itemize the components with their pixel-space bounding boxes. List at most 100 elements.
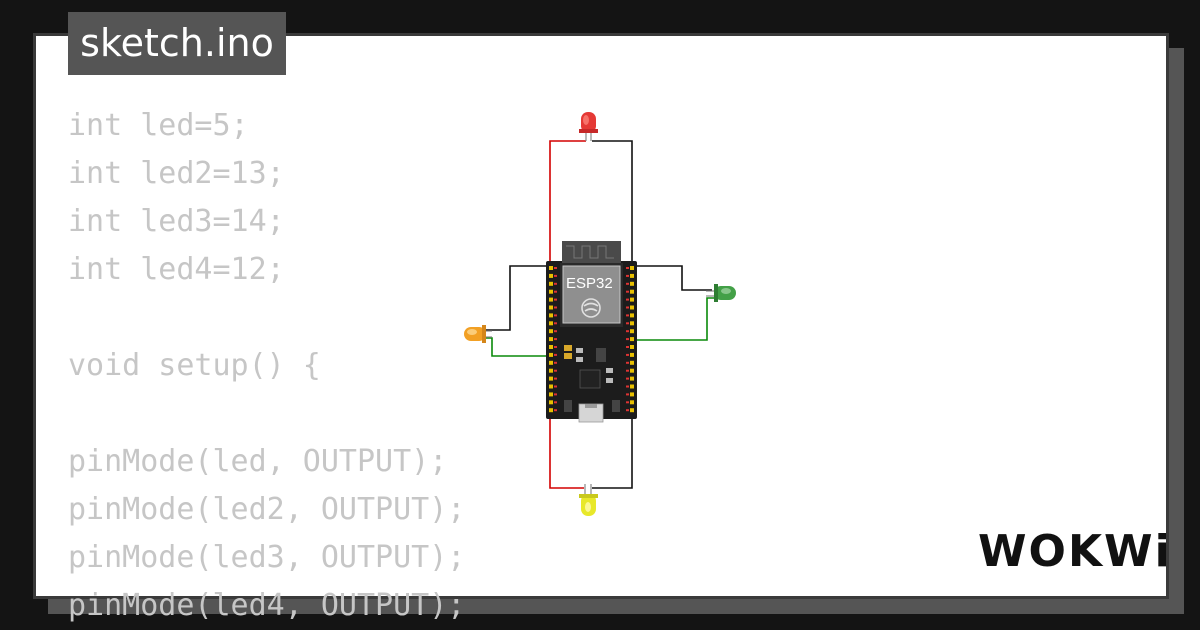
wire-red-top — [549, 140, 586, 262]
header-pin — [549, 384, 553, 389]
pin-marker — [554, 314, 557, 317]
pin-marker — [626, 353, 629, 356]
file-tab[interactable]: sketch.ino — [68, 12, 286, 75]
wire-black-top — [592, 140, 633, 262]
header-pin — [630, 392, 634, 397]
header-pin — [549, 297, 553, 302]
header-pin — [630, 345, 634, 349]
orange-led[interactable] — [464, 325, 492, 343]
header-pin — [549, 321, 553, 326]
pin-marker — [554, 330, 557, 333]
header-pin — [630, 352, 634, 357]
header-pin — [630, 360, 634, 365]
header-pin — [549, 352, 553, 357]
pin-marker — [626, 377, 629, 380]
wire-black-left — [486, 265, 548, 331]
pin-marker — [554, 306, 557, 309]
header-pin — [549, 392, 553, 397]
code-line: int led4=12; — [68, 252, 285, 287]
pin-marker — [626, 393, 629, 396]
pin-marker — [626, 306, 629, 309]
espressif-logo-icon — [581, 298, 601, 318]
code-line: int led2=13; — [68, 156, 285, 191]
pin-marker — [554, 361, 557, 364]
header-pin — [549, 289, 553, 294]
pin-marker — [626, 409, 629, 412]
header-pin — [630, 408, 634, 413]
board-label: ESP32 — [566, 275, 613, 292]
header-pin — [630, 329, 634, 334]
header-pin — [630, 384, 634, 389]
header-pin — [630, 321, 634, 326]
wire-black-bottom — [592, 418, 633, 489]
header-pin — [549, 376, 553, 381]
pin-marker — [554, 393, 557, 396]
pin-marker — [626, 274, 629, 277]
code-line: pinMode(led2, OUTPUT); — [68, 492, 466, 527]
pin-marker — [554, 346, 557, 348]
header-pin — [549, 305, 553, 310]
code-editor[interactable]: int led=5; int led2=13; int led3=14; int… — [68, 102, 465, 630]
pin-marker — [554, 369, 557, 372]
header-pin — [630, 376, 634, 381]
pin-marker — [626, 282, 629, 285]
wire-red-bottom — [549, 418, 584, 489]
header-pin — [630, 289, 634, 294]
header-pin — [630, 266, 634, 270]
pin-marker — [626, 290, 629, 293]
green-led[interactable] — [706, 284, 736, 302]
pin-marker — [626, 369, 629, 372]
header-pin — [549, 273, 553, 278]
header-pin — [549, 400, 553, 405]
header-pin — [630, 337, 634, 342]
pin-marker — [626, 401, 629, 404]
pin-marker — [554, 298, 557, 301]
code-line: pinMode(led4, OUTPUT); — [68, 588, 466, 623]
header-pin — [630, 313, 634, 318]
header-pin — [549, 337, 553, 342]
wokwi-logo: WOKWi — [978, 526, 1172, 577]
pin-marker — [626, 298, 629, 301]
pin-marker — [554, 322, 557, 325]
pin-marker — [554, 290, 557, 293]
header-pin — [630, 273, 634, 278]
header-pin — [549, 313, 553, 318]
pin-marker — [554, 282, 557, 285]
header-pin — [630, 305, 634, 310]
header-pin — [549, 281, 553, 286]
wire-black-right — [636, 265, 712, 291]
pin-marker — [626, 346, 629, 348]
pin-marker — [626, 338, 629, 341]
header-pin — [549, 368, 553, 373]
wire-green-right — [636, 297, 714, 341]
pin-marker — [626, 361, 629, 364]
header-pin — [549, 408, 553, 413]
code-line: int led=5; — [68, 108, 249, 143]
header-pin — [630, 297, 634, 302]
pin-marker — [626, 385, 629, 388]
yellow-led[interactable] — [579, 484, 598, 516]
code-line: pinMode(led, OUTPUT); — [68, 444, 448, 479]
pin-marker — [554, 267, 557, 269]
pin-marker — [626, 322, 629, 325]
wire-green-left — [486, 337, 548, 357]
header-pin — [630, 400, 634, 405]
header-pin — [549, 266, 553, 270]
pin-marker — [554, 401, 557, 404]
header-pin — [549, 360, 553, 365]
code-line: pinMode(led3, OUTPUT); — [68, 540, 466, 575]
pin-marker — [554, 338, 557, 341]
code-line: void setup() { — [68, 348, 321, 383]
pin-marker — [554, 353, 557, 356]
pin-marker — [554, 377, 557, 380]
red-led[interactable] — [579, 112, 598, 141]
pin-marker — [626, 330, 629, 333]
pin-marker — [554, 274, 557, 277]
pin-marker — [626, 267, 629, 269]
pin-marker — [554, 409, 557, 412]
esp32-board[interactable]: ESP32 — [546, 241, 637, 423]
code-line: int led3=14; — [68, 204, 285, 239]
left-pin-header — [549, 266, 557, 413]
header-pin — [630, 368, 634, 373]
